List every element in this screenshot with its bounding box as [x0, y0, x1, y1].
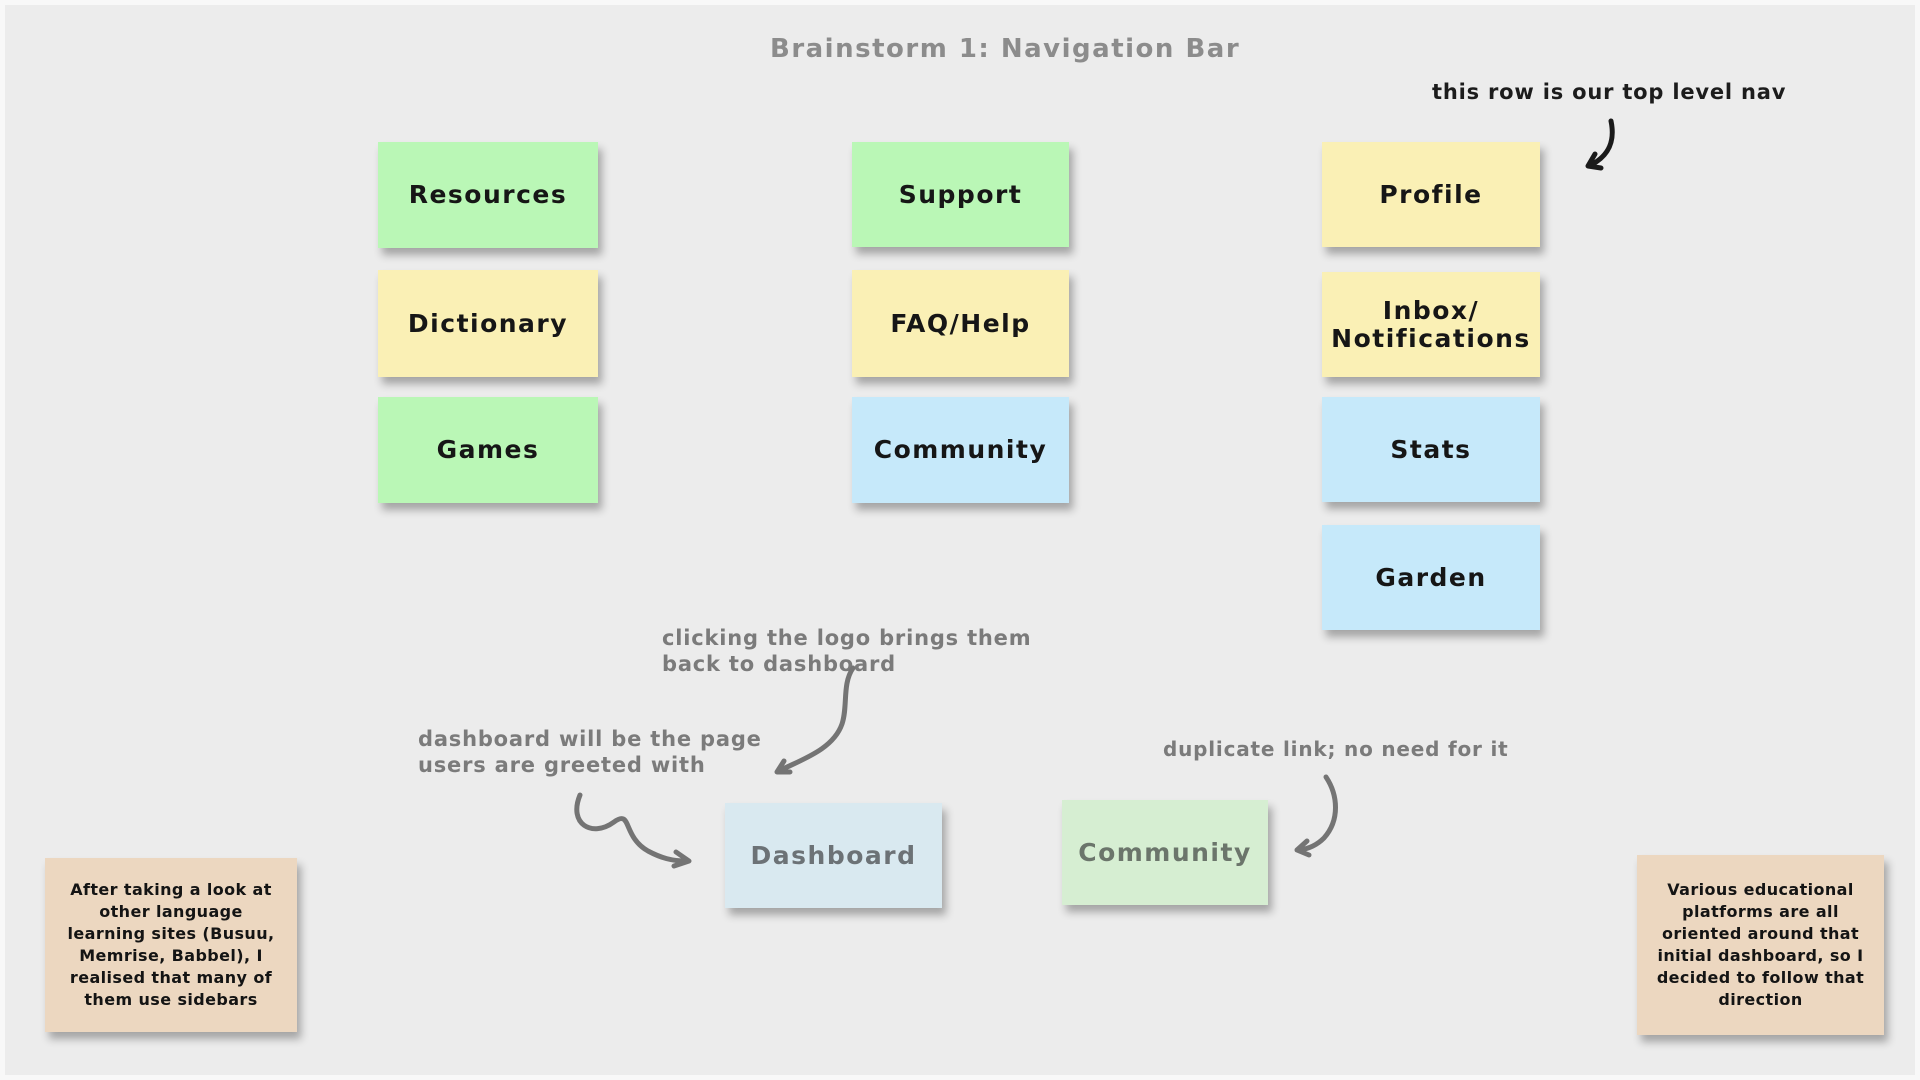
arrow-duplicate-to-community	[1294, 774, 1338, 858]
comment-note-text: Various educational platforms are all or…	[1656, 880, 1865, 1009]
arrow-top-nav	[1585, 118, 1615, 171]
sticky-note-label: Profile	[1379, 179, 1483, 209]
comment-note-text: After taking a look at other language le…	[67, 880, 275, 1009]
annotation-dashboard-greet[interactable]: dashboard will be the page users are gre…	[418, 727, 762, 777]
sticky-note-label: Stats	[1390, 434, 1472, 464]
sticky-note-label: Garden	[1375, 562, 1487, 592]
sticky-note-label: Resources	[408, 180, 568, 209]
comment-note-sidebars[interactable]: After taking a look at other language le…	[45, 858, 297, 1032]
annotation-top-level-nav[interactable]: this row is our top level nav	[1432, 80, 1787, 104]
annotation-logo-click[interactable]: clicking the logo brings them back to da…	[662, 626, 1032, 676]
sticky-note-label: Dashboard	[750, 841, 917, 870]
sticky-note-label: Dictionary	[407, 308, 569, 338]
board-title[interactable]: Brainstorm 1: Navigation Bar	[770, 34, 1241, 64]
arrow-greet-to-dashboard	[574, 792, 692, 869]
sticky-note-label: Community	[873, 435, 1048, 464]
sticky-note-label: Community	[1078, 838, 1252, 867]
sticky-note-profile[interactable]: Profile	[1322, 142, 1540, 247]
arrow-logo-to-dashboard	[774, 665, 856, 775]
comment-note-dashboard-direction[interactable]: Various educational platforms are all or…	[1637, 855, 1884, 1035]
sticky-note-label: Support	[898, 179, 1023, 209]
sticky-note-label: Games	[436, 435, 540, 464]
sticky-note-label: FAQ/Help	[890, 308, 1031, 338]
sticky-note-support[interactable]: Support	[852, 142, 1069, 247]
sticky-note-dashboard[interactable]: Dashboard	[725, 803, 942, 908]
sticky-note-label: Inbox/ Notifications	[1331, 295, 1531, 353]
sticky-note-community[interactable]: Community	[852, 397, 1069, 503]
sticky-note-garden[interactable]: Garden	[1322, 525, 1540, 630]
sticky-note-faq-help[interactable]: FAQ/Help	[852, 270, 1069, 377]
sticky-note-inbox-notifications[interactable]: Inbox/ Notifications	[1322, 272, 1540, 377]
sticky-note-games[interactable]: Games	[378, 397, 598, 503]
sticky-note-community-duplicate[interactable]: Community	[1062, 800, 1268, 905]
sticky-note-stats[interactable]: Stats	[1322, 397, 1540, 502]
annotation-duplicate-link[interactable]: duplicate link; no need for it	[1163, 737, 1509, 761]
sticky-note-dictionary[interactable]: Dictionary	[378, 270, 598, 377]
sticky-note-resources[interactable]: Resources	[378, 142, 598, 248]
